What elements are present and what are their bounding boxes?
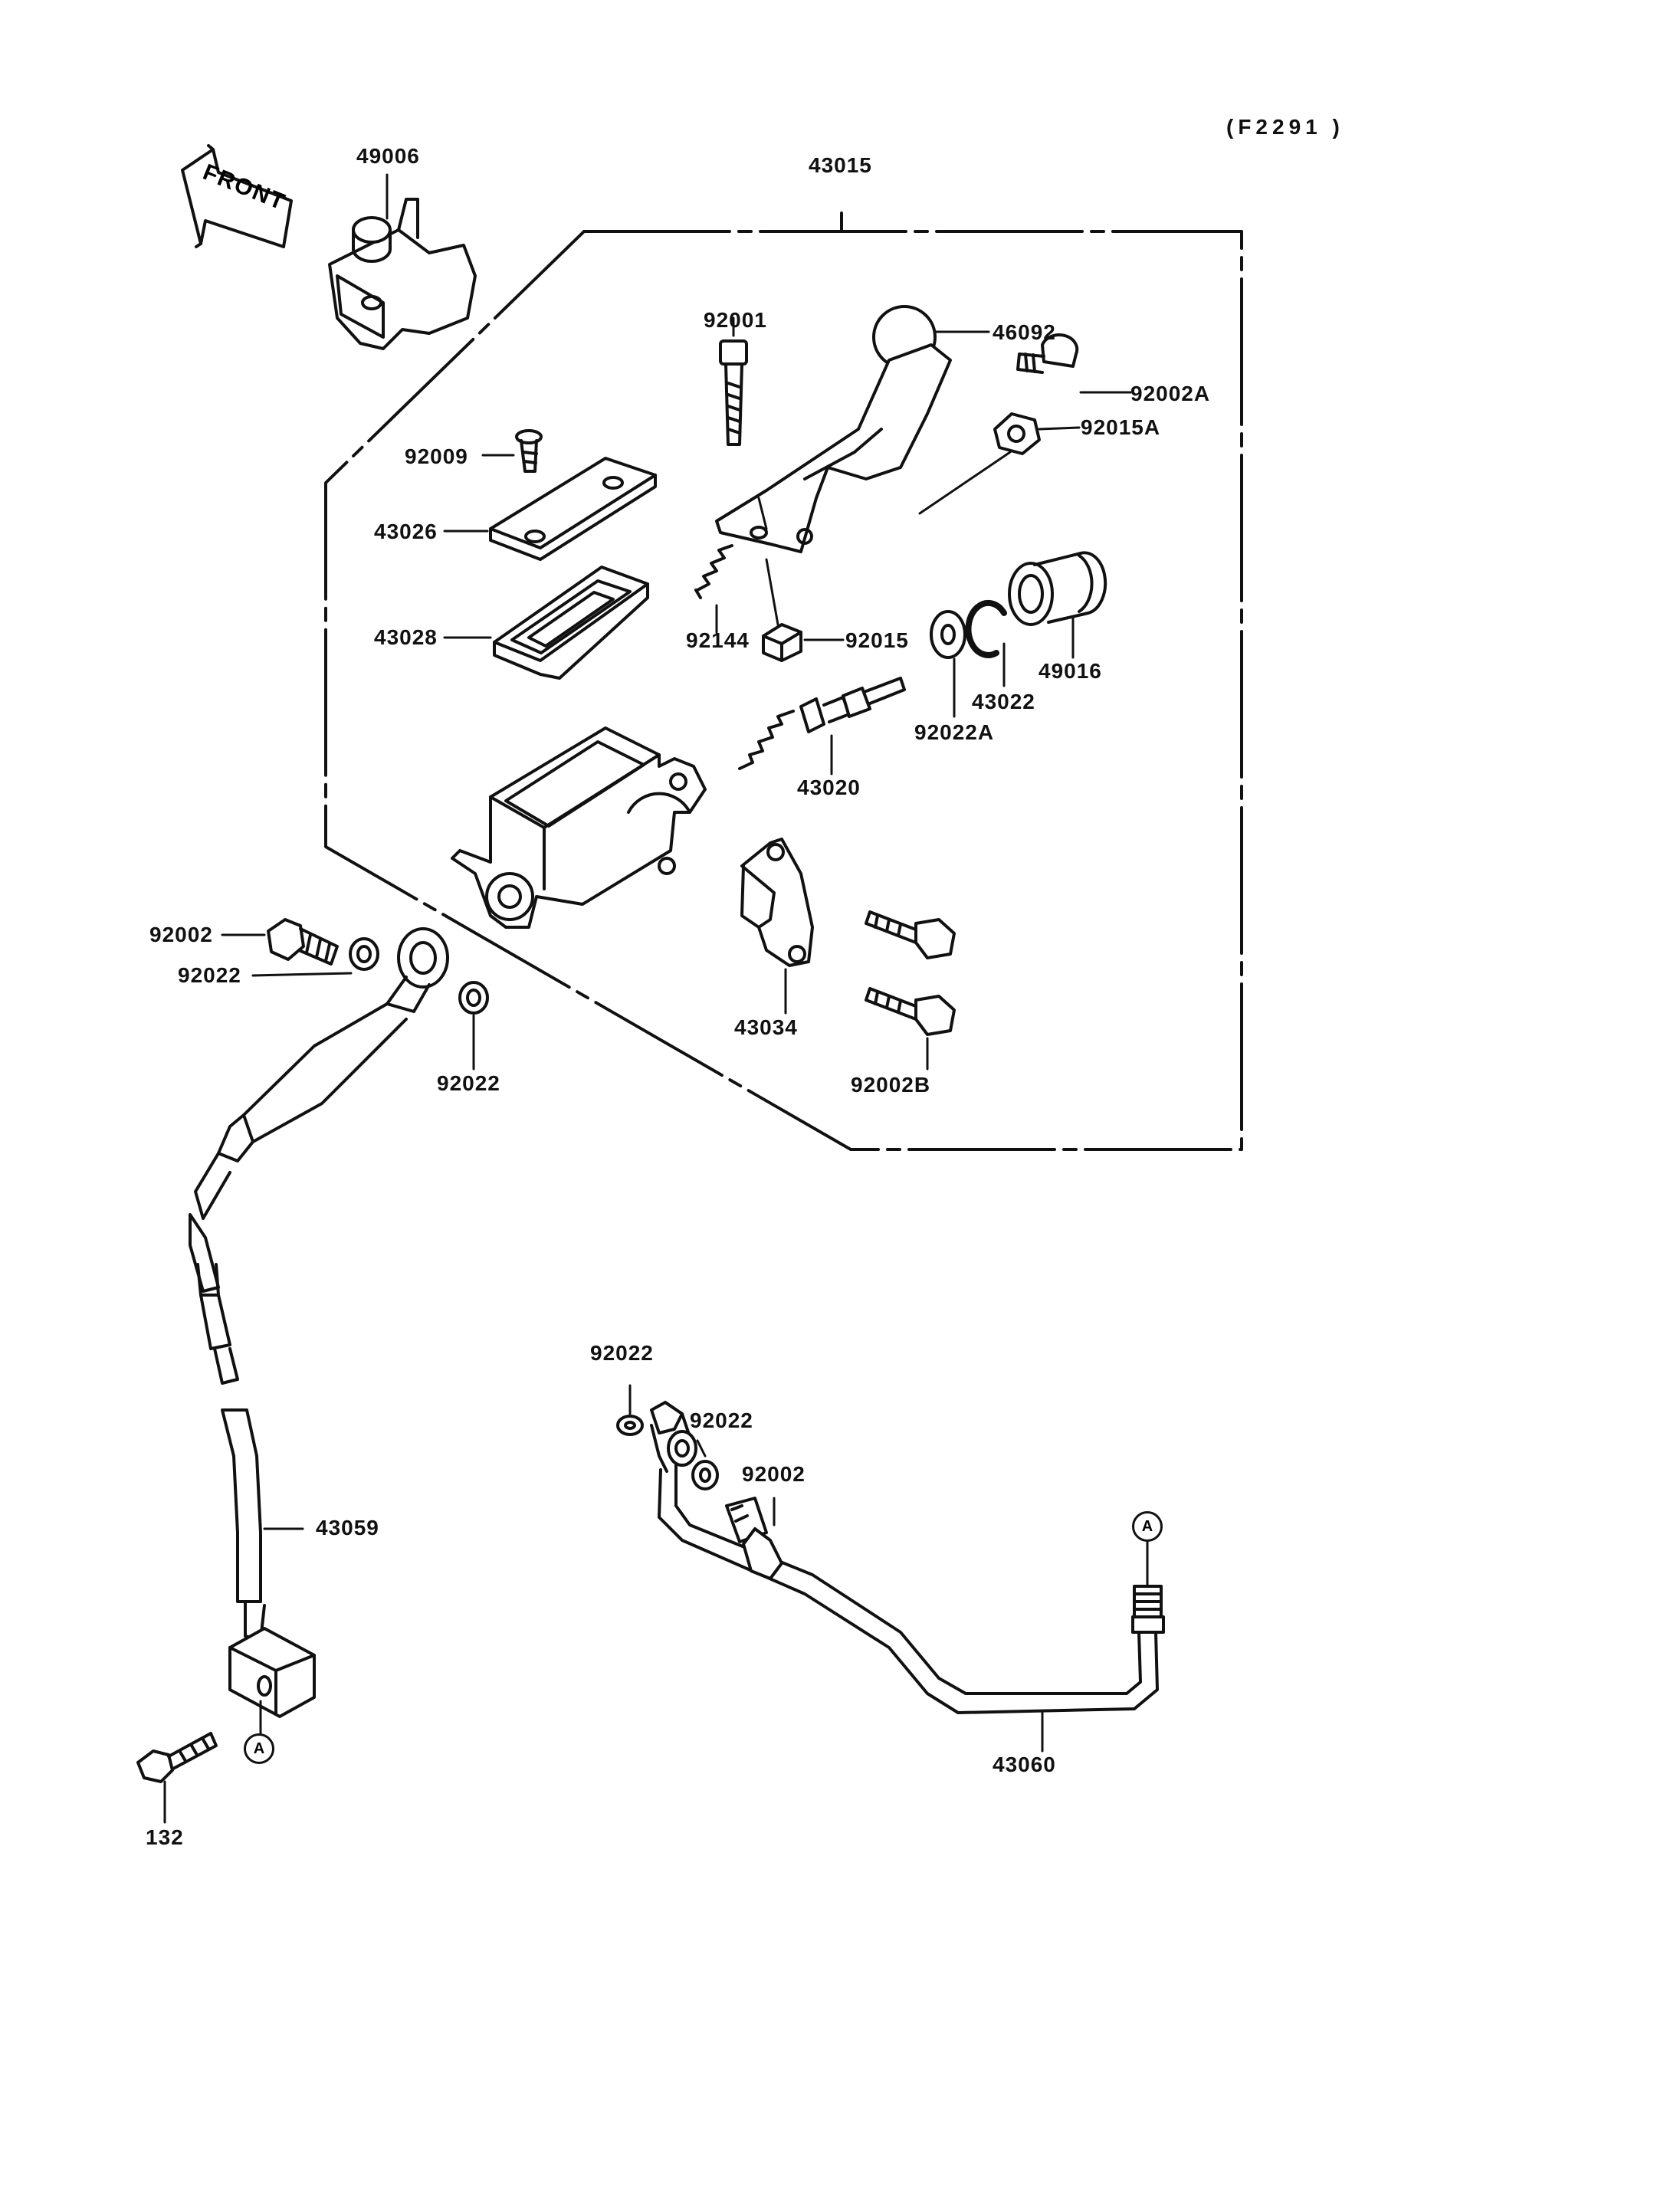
reference-code: (F2291 ): [1226, 115, 1344, 139]
banjo-bolt-92002-low-part: [725, 1497, 783, 1580]
part-label-132: 132: [146, 1825, 184, 1849]
part-label-43020: 43020: [797, 776, 861, 799]
piston-43020-part: [738, 677, 906, 776]
washer-92022A-part: [930, 610, 966, 718]
bolt-132-part: [136, 1700, 262, 1824]
lever-46092-part: [715, 305, 990, 553]
washer-92022-c-part: [616, 1384, 644, 1436]
connector-marker-a-pipe: A: [1132, 1511, 1163, 1542]
spring-92144-part: [694, 544, 733, 634]
cap-43026-part: [443, 457, 657, 561]
boot-49016-part: [1008, 551, 1107, 659]
part-label-92015: 92015: [845, 628, 909, 652]
part-label-92002B: 92002B: [851, 1073, 931, 1097]
part-label-92022-c: 92022: [590, 1341, 654, 1365]
holder-49006-part: [328, 173, 477, 350]
part-label-92144: 92144: [686, 628, 750, 652]
part-label-43015: 43015: [809, 153, 872, 177]
bolt-92001-part: [719, 316, 768, 530]
washer-92022-d-part: [691, 1439, 719, 1490]
banjo-bolt-92002-part: [221, 918, 339, 966]
part-label-92015A: 92015A: [1081, 415, 1161, 439]
diaphragm-43028-part: [443, 566, 649, 680]
screw-92009-part: [481, 429, 543, 473]
part-label-43026: 43026: [374, 520, 438, 543]
washer-92022-a-part: [251, 937, 379, 977]
part-label-49016: 49016: [1039, 659, 1102, 683]
bolts-92002B-part: [865, 910, 956, 1071]
part-label-43060: 43060: [993, 1753, 1056, 1776]
part-label-43022: 43022: [972, 690, 1035, 713]
part-label-92022-b: 92022: [437, 1071, 500, 1095]
part-label-92009: 92009: [405, 444, 468, 468]
nut-92015A-part: [918, 412, 1081, 515]
nut-92015-part: [762, 558, 845, 662]
part-label-46092: 46092: [993, 320, 1056, 344]
screw-92002A-part: [1016, 333, 1132, 394]
washer-92022-b-part: [458, 981, 489, 1071]
part-label-92022-d: 92022: [690, 1408, 753, 1432]
master-cylinder-body-part: [451, 726, 707, 929]
part-label-92001: 92001: [704, 308, 767, 332]
front-arrow-icon: [181, 144, 293, 248]
part-label-92002A: 92002A: [1130, 382, 1211, 405]
part-label-92022-a: 92022: [178, 963, 241, 987]
part-label-92002-low: 92002: [742, 1462, 806, 1486]
hose-43059-part: [189, 927, 449, 1718]
assembly-outline: [324, 212, 1243, 1151]
part-label-43028: 43028: [374, 625, 438, 649]
pipe-43060-part: [650, 1401, 1165, 1753]
part-label-43059: 43059: [316, 1516, 379, 1540]
part-label-92022A: 92022A: [914, 720, 995, 744]
connector-marker-a-hose: A: [244, 1733, 274, 1764]
circlip-43022-part: [965, 599, 1007, 687]
part-label-49006: 49006: [356, 144, 420, 168]
clamp-43034-part: [740, 838, 814, 1015]
part-label-43034: 43034: [734, 1015, 798, 1039]
part-label-92002-top: 92002: [149, 923, 213, 946]
